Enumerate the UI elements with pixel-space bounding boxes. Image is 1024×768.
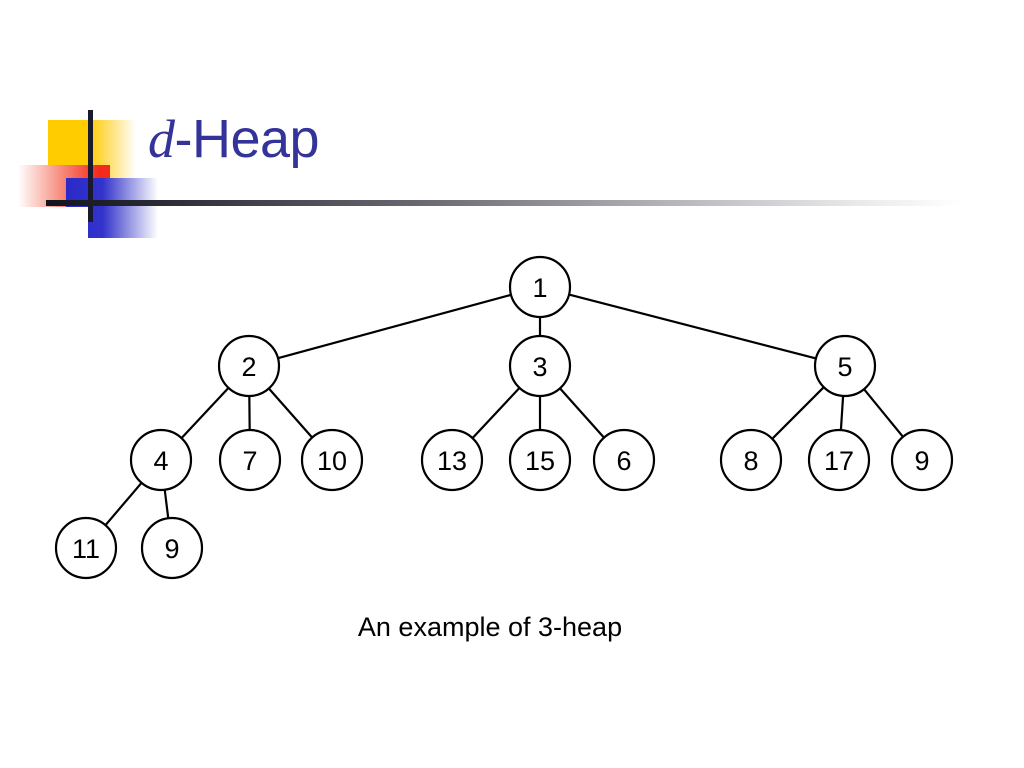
tree-nodes-group: 1 2 3 5 4 7 10 13 15 6 8 17 9 11 9 — [54, 255, 954, 580]
tree-node: 7 — [218, 428, 282, 492]
tree-edges-group — [104, 293, 904, 526]
tree-node-label: 4 — [153, 446, 168, 476]
tree-node-label: 5 — [837, 352, 852, 382]
tree-node-circle — [54, 516, 118, 580]
tree-node-label: 9 — [914, 446, 929, 476]
tree-node: 6 — [592, 428, 656, 492]
tree-node: 15 — [508, 428, 572, 492]
page-title: d-Heap — [148, 109, 320, 169]
logo-vertical-line-icon — [88, 110, 93, 222]
tree-node: 1 — [508, 255, 572, 319]
tree-node-label: 3 — [532, 352, 547, 382]
tree-edge — [471, 387, 521, 439]
tree-node-circle — [508, 255, 572, 319]
heap-tree-diagram: 1 2 3 5 4 7 10 13 15 6 8 17 9 11 9 — [0, 230, 1024, 670]
tree-edge — [568, 293, 817, 360]
tree-node-label: 13 — [437, 446, 467, 476]
page-title-variable: d — [148, 109, 175, 169]
tree-node: 9 — [140, 516, 204, 580]
tree-node: 13 — [420, 428, 484, 492]
tree-node-label: 6 — [616, 446, 631, 476]
tree-edge — [180, 387, 230, 439]
tree-node: 8 — [719, 428, 783, 492]
tree-node-label: 15 — [525, 446, 555, 476]
tree-node: 4 — [129, 428, 193, 492]
tree-node-circle — [140, 516, 204, 580]
logo-blue-notch — [66, 207, 88, 238]
figure-caption: An example of 3-heap — [0, 612, 1024, 643]
tree-edge — [277, 293, 512, 360]
tree-node-circle — [719, 428, 783, 492]
tree-node-label: 17 — [824, 446, 854, 476]
tree-node: 3 — [508, 334, 572, 398]
tree-node-label: 7 — [242, 446, 257, 476]
tree-node-label: 1 — [532, 273, 547, 303]
tree-node-circle — [420, 428, 484, 492]
tree-node-circle — [592, 428, 656, 492]
tree-node-label: 2 — [241, 352, 256, 382]
tree-edge — [104, 482, 143, 526]
tree-node-circle — [218, 428, 282, 492]
tree-edge — [268, 387, 313, 439]
tree-node: 5 — [813, 334, 877, 398]
tree-node-label: 10 — [317, 446, 347, 476]
tree-node-circle — [807, 428, 871, 492]
tree-node: 9 — [890, 428, 954, 492]
slide-title-area: d-Heap — [0, 0, 1024, 238]
tree-node-circle — [508, 428, 572, 492]
tree-node-circle — [300, 428, 364, 492]
tree-edge — [559, 387, 605, 439]
tree-node-circle — [890, 428, 954, 492]
title-underline-rule — [46, 200, 962, 206]
tree-edge — [863, 388, 904, 438]
tree-edge — [839, 395, 845, 431]
tree-node: 11 — [54, 516, 118, 580]
tree-node-label: 9 — [164, 534, 179, 564]
figure-caption-text: An example of 3-heap — [357, 612, 623, 642]
tree-node-circle — [129, 428, 193, 492]
tree-node-label: 11 — [72, 534, 100, 564]
heap-tree-svg: 1 2 3 5 4 7 10 13 15 6 8 17 9 11 9 — [54, 255, 954, 580]
tree-edge — [163, 489, 170, 519]
tree-node-circle — [508, 334, 572, 398]
tree-node: 10 — [300, 428, 364, 492]
tree-edge — [771, 386, 825, 440]
tree-node-circle — [217, 334, 281, 398]
page-title-suffix: -Heap — [174, 109, 320, 169]
tree-node-label: 8 — [743, 446, 758, 476]
tree-node: 2 — [217, 334, 281, 398]
tree-node: 17 — [807, 428, 871, 492]
tree-node-circle — [813, 334, 877, 398]
